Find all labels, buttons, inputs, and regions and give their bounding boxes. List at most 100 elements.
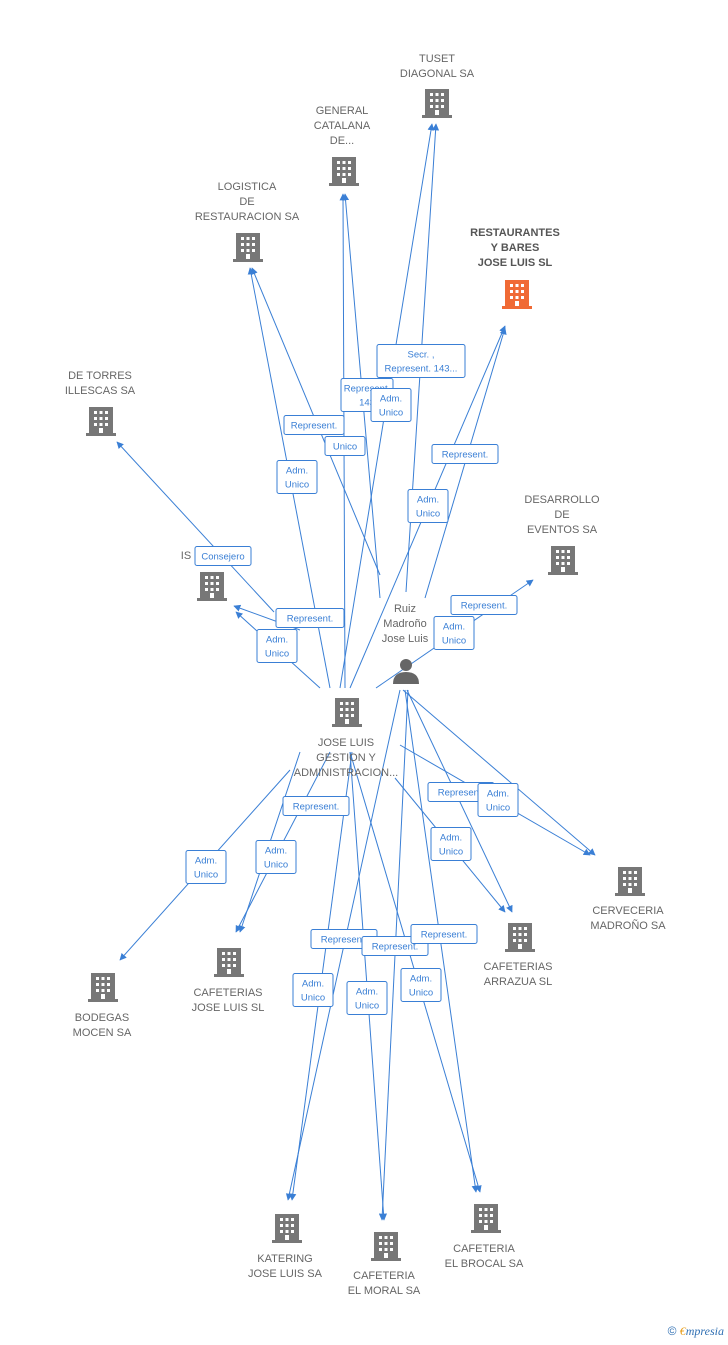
edge-label-text: Adm. <box>265 846 287 857</box>
edge-label-box <box>276 460 318 494</box>
company-label-katering-line-1: JOSE LUIS SA <box>248 1268 323 1280</box>
edge-label-24[interactable]: Adm.Unico <box>400 968 442 1002</box>
edge-label-box <box>407 489 449 523</box>
company-label-cerveceria-line-1: MADROÑO SA <box>590 919 666 932</box>
edge-label-text: Represent. <box>438 788 484 799</box>
edge-label-text: Adm. <box>487 789 509 800</box>
edge-label-text: Unico <box>355 1001 379 1012</box>
edge-label-text: Adm. <box>356 987 378 998</box>
edge-label-18[interactable]: Adm.Unico <box>430 827 472 861</box>
edge-label-text: Represent. <box>442 450 488 461</box>
company-label-desarrollo-line-2: EVENTOS SA <box>527 524 598 536</box>
edge-label-10[interactable]: Adm.Unico <box>256 629 298 663</box>
edge-label-text: Unico <box>442 636 466 647</box>
edge-label-text: Unico <box>264 860 288 871</box>
edge-label-23[interactable]: Adm. Unico <box>346 981 388 1015</box>
edge-label-22[interactable]: Adm.Unico <box>292 973 334 1007</box>
edge-label-text: Adm. <box>195 856 217 867</box>
edge-label-box <box>324 436 366 456</box>
edge-label-4[interactable]: Unico <box>324 436 366 456</box>
edge-label-0[interactable]: Secr. ,Represent. 143... <box>376 344 466 378</box>
company-label-isi: IS <box>181 550 191 562</box>
edge-line-12 <box>402 689 596 856</box>
edge-label-13[interactable]: Represent. <box>282 796 350 816</box>
company-label-bodegas-line-0: BODEGAS <box>75 1012 129 1024</box>
edge-label-text: Adm. <box>380 394 402 405</box>
edge-label-box <box>283 415 345 435</box>
edge-label-box <box>431 444 499 464</box>
company-label-moral-line-0: CAFETERIA <box>353 1270 415 1282</box>
edge-label-19[interactable]: Represent. <box>310 929 378 949</box>
edge-label-12[interactable]: Adm. Unico <box>433 616 475 650</box>
edge-label-8[interactable]: Consejero <box>194 546 252 566</box>
edge-label-14[interactable]: Adm. Unico <box>255 840 297 874</box>
company-label-desarrollo-line-1: DE <box>554 509 569 521</box>
company-label-torres-line-0: DE TORRES <box>68 370 132 382</box>
edge-label-text: Represent. <box>344 384 390 395</box>
company-label-general-line-2: DE... <box>330 135 354 147</box>
company-label-logistica-line-0: LOGISTICA <box>218 181 277 193</box>
edge-label-box <box>433 616 475 650</box>
building-icon <box>197 572 227 601</box>
edge-label-box <box>400 968 442 1002</box>
building-icon <box>615 867 645 896</box>
building-icon <box>86 407 116 436</box>
edge-label-17[interactable]: Adm.Unico <box>477 783 519 817</box>
edge-label-text: Represent. <box>421 930 467 941</box>
building-icon <box>502 280 532 309</box>
edge-label-11[interactable]: Represent. <box>450 595 518 615</box>
edge-label-15[interactable]: Adm.Unico <box>185 850 227 884</box>
company-label-restaurantes-line-2: JOSE LUIS SL <box>478 257 553 269</box>
edge-label-5[interactable]: Adm.Unico <box>276 460 318 494</box>
edge-label-text: Unico <box>379 408 403 419</box>
edge-label-box <box>185 850 227 884</box>
company-node-isi[interactable]: IS <box>181 550 227 601</box>
edge-label-text: Adm. <box>417 495 439 506</box>
edge-label-text: Unico <box>285 480 309 491</box>
edge-label-text: Unico <box>333 442 357 453</box>
edge-label-box <box>430 827 472 861</box>
company-node-general[interactable]: GENERALCATALANADE... <box>314 105 371 186</box>
building-icon <box>548 546 578 575</box>
company-label-arrazua-line-0: CAFETERIAS <box>483 961 552 973</box>
company-node-cafjl[interactable]: CAFETERIAS JOSE LUIS SL <box>192 948 265 1014</box>
edge-label-6[interactable]: Represent. <box>431 444 499 464</box>
building-icon <box>329 157 359 186</box>
edge-label-text: Adm. <box>443 622 465 633</box>
edge-label-3[interactable]: Represent. <box>283 415 345 435</box>
edge-label-text: Represent. <box>461 601 507 612</box>
building-icon <box>272 1214 302 1243</box>
building-icon <box>422 89 452 118</box>
company-label-cafjl-line-1: JOSE LUIS SL <box>192 1002 265 1014</box>
edge-label-box <box>376 344 466 378</box>
edge-label-box <box>292 973 334 1007</box>
edge-label-box <box>346 981 388 1015</box>
company-label-brocal-line-0: CAFETERIA <box>453 1243 515 1255</box>
company-node-bodegas[interactable]: BODEGAS MOCEN SA <box>73 973 132 1039</box>
edge-label-text: Unico <box>301 993 325 1004</box>
hub-label-line-0: JOSE LUIS <box>318 737 374 749</box>
company-label-cafjl-line-0: CAFETERIAS <box>193 987 262 999</box>
edge-label-box <box>477 783 519 817</box>
edge-label-text: Unico <box>439 847 463 858</box>
edge-label-text: Consejero <box>201 552 244 563</box>
edge-label-2[interactable]: Adm. Unico <box>370 388 412 422</box>
edge-label-21[interactable]: Represent. <box>410 924 478 944</box>
edge-label-box <box>275 608 345 628</box>
edge-label-9[interactable]: Represent. <box>275 608 345 628</box>
edge-label-box <box>410 924 478 944</box>
edge-label-7[interactable]: Adm.Unico <box>407 489 449 523</box>
company-label-bodegas-line-1: MOCEN SA <box>73 1027 132 1039</box>
